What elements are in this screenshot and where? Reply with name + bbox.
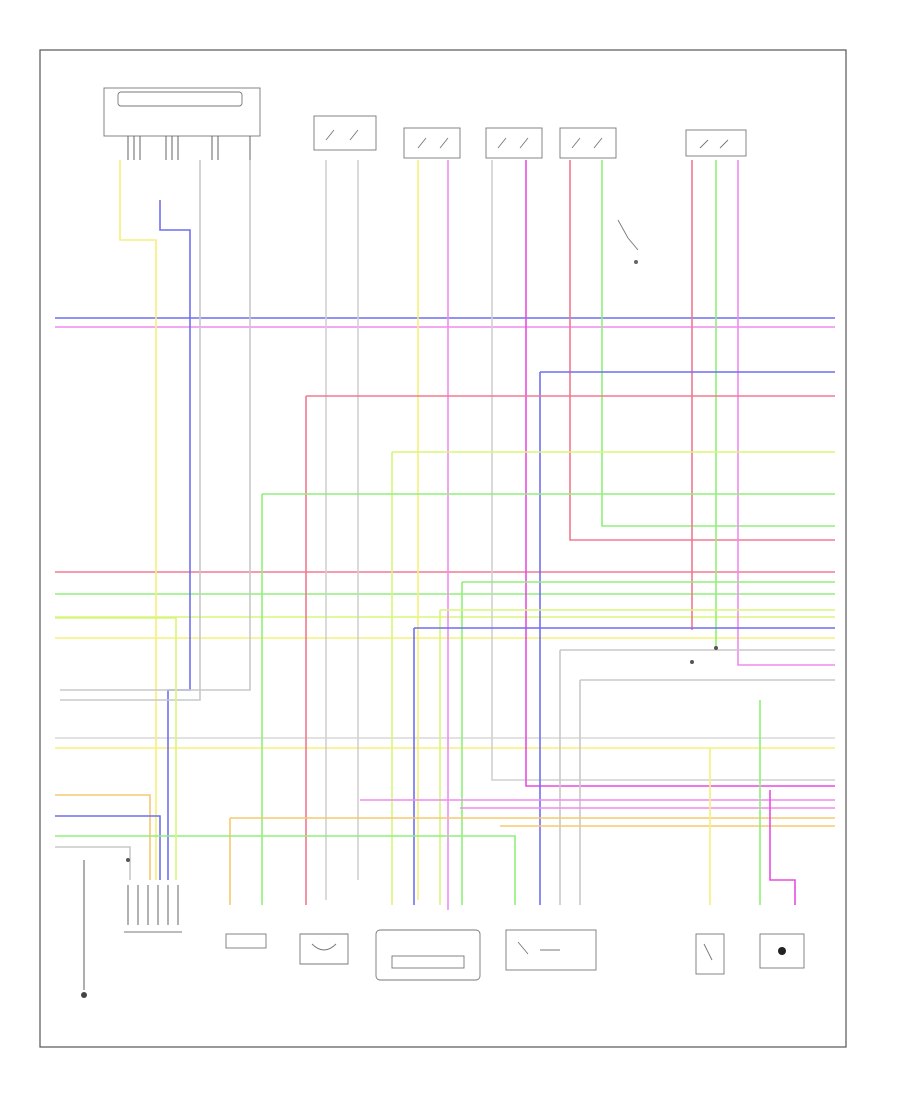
relay: [685, 129, 747, 157]
bottom-component-1: [124, 885, 182, 933]
wire-gray-left: [55, 846, 131, 880]
wires: [55, 160, 835, 990]
wire-pink-relay: [737, 160, 835, 666]
ground-symbol: [81, 992, 87, 998]
wire-green-left: [55, 835, 516, 905]
wire-blue-left: [55, 815, 161, 880]
bottom-component-7: [759, 933, 805, 969]
wire-green-sw-d: [601, 160, 835, 527]
bottom-component-4: [375, 929, 481, 981]
switch-c: [485, 127, 543, 159]
switch-a: [313, 115, 377, 151]
wire-orange-left: [55, 794, 151, 880]
wire-magenta-right: [769, 790, 796, 905]
wire-gray-fp: [60, 160, 251, 691]
bottom-component-6: [695, 933, 725, 975]
bottom-component-3: [299, 933, 349, 965]
switch-e-note: [617, 219, 639, 264]
switch-b: [403, 127, 461, 159]
wire-yellow-fp: [119, 160, 157, 880]
switch-d: [559, 127, 617, 159]
bottom-component-2: [225, 933, 267, 949]
wire-lime-left: [55, 617, 177, 880]
wire-magenta-sw-c: [525, 160, 835, 787]
bottom-component-5: [505, 929, 597, 971]
wire-blue-fp: [159, 200, 191, 880]
splice-points: [126, 646, 718, 862]
wire-pink-sw-d: [569, 160, 835, 541]
wire-gray-fp2: [60, 160, 201, 701]
wire-gray-sw-c: [491, 160, 835, 781]
diagram-frame: [39, 49, 847, 1048]
fuel-pump-connector: [103, 87, 261, 160]
